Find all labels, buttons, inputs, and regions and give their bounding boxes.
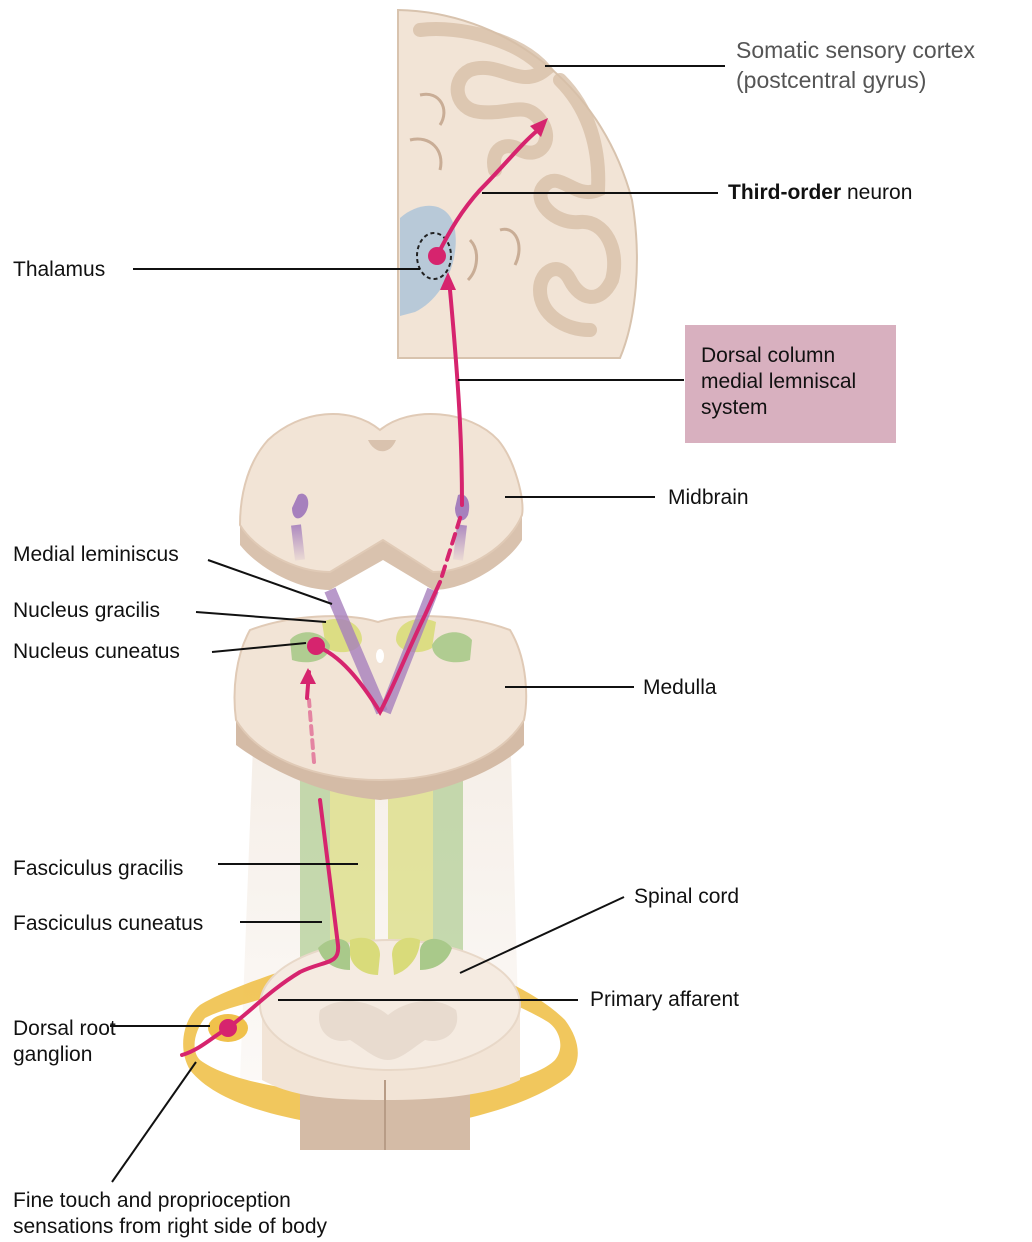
label-third-order-neuron: Third-order neuron [728,180,912,206]
label-medial-lemniscus: Medial leminiscus [13,542,179,568]
label-fine-touch-line2: sensations from right side of body [13,1214,327,1240]
midbrain-section [240,414,523,590]
label-midbrain: Midbrain [668,485,749,511]
label-thalamus: Thalamus [13,257,105,283]
label-fasciculus-cuneatus: Fasciculus cuneatus [13,911,203,937]
label-primary-afferent: Primary affarent [590,987,739,1013]
label-dorsal-root-ganglion-line2: ganglion [13,1042,92,1068]
second-order-cell-body [307,637,325,655]
medulla-section [235,590,527,800]
cortex-section [398,10,637,358]
label-system-line3: system [685,395,896,421]
label-nucleus-gracilis: Nucleus gracilis [13,598,160,624]
label-nucleus-cuneatus: Nucleus cuneatus [13,639,180,665]
label-cortex-line1: Somatic sensory cortex [736,36,975,64]
label-system-line2: medial lemniscal [685,369,896,395]
label-system-line1: Dorsal column [685,325,896,369]
label-dorsal-root-ganglion-line1: Dorsal root [13,1016,116,1042]
third-order-cell-body [428,247,446,265]
label-fasciculus-gracilis: Fasciculus gracilis [13,856,183,882]
label-spinal-cord: Spinal cord [634,884,739,910]
system-box: Dorsal column medial lemniscal system [685,325,896,443]
first-order-cell-body [219,1019,237,1037]
label-third-order-bold: Third-order [728,181,841,204]
leader-fine-touch [112,1062,196,1182]
label-third-order-rest: neuron [841,181,912,204]
label-cortex-line2: (postcentral gyrus) [736,66,926,94]
label-fine-touch-line1: Fine touch and proprioception [13,1188,291,1214]
label-medulla: Medulla [643,675,717,701]
